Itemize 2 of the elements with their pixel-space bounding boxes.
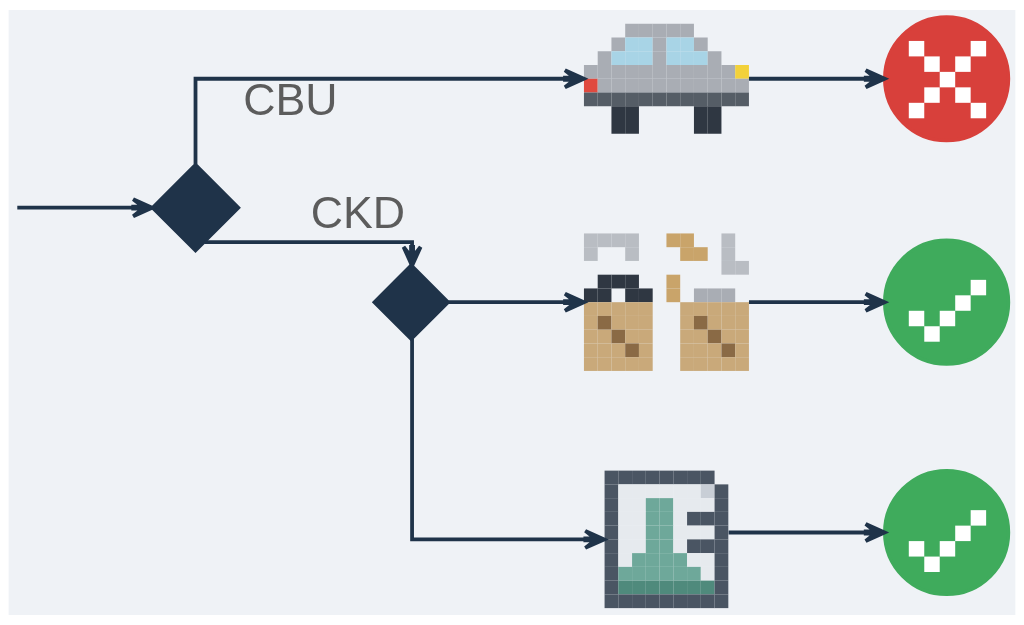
edge-label: CBU xyxy=(243,74,338,124)
edge-label: CKD xyxy=(310,187,406,237)
